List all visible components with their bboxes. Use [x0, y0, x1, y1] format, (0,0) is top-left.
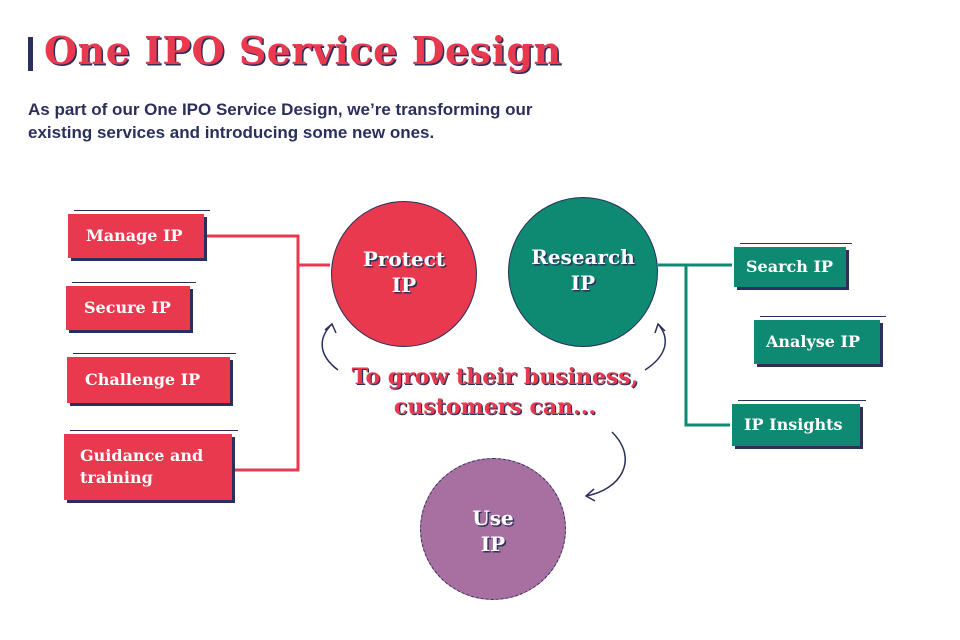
service-label: IP Insights [744, 415, 843, 434]
service-manage-ip[interactable]: Manage IP [68, 210, 210, 258]
intro-text: As part of our One IPO Service Design, w… [28, 100, 533, 142]
service-analyse-ip[interactable]: Analyse IP [754, 316, 886, 364]
use-ip-label-line1: Use [472, 506, 514, 530]
tagline: To grow their business, customers can... [330, 362, 660, 422]
use-ip-circle[interactable] [420, 458, 566, 600]
protect-ip-circle[interactable] [331, 201, 477, 347]
use-ip-label: Use IP [420, 505, 566, 557]
page-title: One IPO Service Design [44, 28, 562, 73]
arrow-to-use-head [584, 488, 596, 502]
service-guidance-training[interactable]: Guidance and training [64, 430, 238, 500]
right-connector-vertical [684, 265, 730, 427]
service-label: Analyse IP [766, 332, 861, 351]
research-ip-label-line1: Research [531, 245, 635, 269]
service-search-ip[interactable]: Search IP [734, 243, 852, 287]
service-label: Guidance and training [80, 446, 204, 487]
service-secure-ip[interactable]: Secure IP [66, 282, 196, 330]
arrow-to-research-head [654, 322, 666, 334]
protect-ip-label-line1: Protect [362, 247, 446, 271]
tagline-line1: To grow their business, [351, 364, 639, 390]
research-ip-circle[interactable] [508, 197, 658, 347]
use-ip-label-line2: IP [480, 532, 506, 556]
title-accent-bar [28, 37, 33, 71]
research-ip-label: Research IP [508, 244, 658, 296]
left-connector [200, 234, 300, 472]
protect-ip-label: Protect IP [331, 246, 477, 298]
arrow-to-protect-head [324, 322, 337, 334]
service-label: Search IP [746, 257, 833, 276]
service-ip-insights[interactable]: IP Insights [732, 400, 866, 446]
research-ip-label-line2: IP [570, 271, 596, 295]
service-label: Secure IP [84, 298, 171, 317]
protect-ip-label-line2: IP [391, 273, 417, 297]
tagline-line2: customers can... [393, 394, 597, 420]
service-label: Challenge IP [85, 370, 201, 389]
service-label: Manage IP [86, 226, 183, 245]
arrow-to-use [585, 431, 626, 497]
service-challenge-ip[interactable]: Challenge IP [67, 353, 236, 403]
